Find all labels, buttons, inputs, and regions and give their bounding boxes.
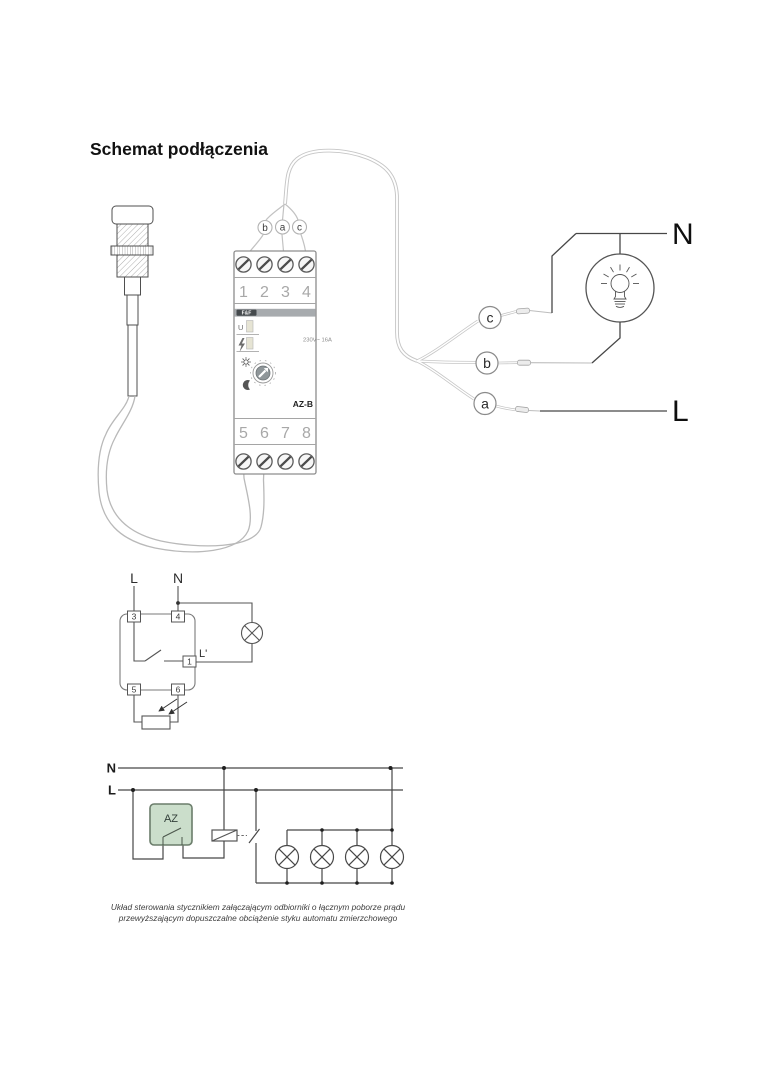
- brand-logo-text: F&F: [242, 310, 252, 316]
- knob-scale: [250, 360, 276, 386]
- terminal-4: 4: [176, 612, 181, 622]
- terminal-numbers-top: 1 2 3 4: [239, 284, 311, 301]
- wire-tag-a: [274, 219, 291, 235]
- wire-tag-b-right-label: b: [483, 355, 491, 371]
- d3-line-label: L: [108, 783, 116, 798]
- probe-thread-upper: [116, 223, 149, 247]
- d2-line-label: L: [130, 570, 138, 586]
- line-label: L: [672, 395, 689, 428]
- probe-cap: [111, 205, 154, 225]
- sensor-cable: [97, 395, 265, 553]
- az-device: AZ: [149, 803, 193, 846]
- load-lamps: [274, 844, 405, 870]
- contactor-contact: [248, 828, 260, 844]
- rating-text: 230V~ 16A: [303, 338, 332, 344]
- moon-icon: [242, 380, 250, 391]
- mains-cable: [245, 148, 479, 401]
- svg-text:5: 5: [239, 425, 248, 442]
- terminal-5: 5: [132, 685, 137, 695]
- junction-dot: [176, 601, 180, 605]
- svg-text:3: 3: [281, 284, 290, 301]
- lightning-icon: [238, 338, 245, 352]
- az-device-label: AZ: [164, 813, 178, 825]
- wire-tag-b-right: [475, 351, 499, 375]
- photo-sensor-probe: [110, 205, 154, 397]
- terminal-numbers-bottom: 5 6 7 8: [239, 425, 311, 442]
- din-module: 1 2 3 4 5 6 7 8 F&F U 230V~ 16A: [233, 250, 332, 475]
- probe-thread-lower: [116, 254, 149, 278]
- wire-tag-b-label: b: [262, 223, 268, 234]
- contactor-schematic: [118, 767, 405, 884]
- wire-tag-a-right: [473, 391, 497, 416]
- light-arrows: [158, 698, 188, 715]
- internal-terminals: [127, 610, 197, 696]
- lamp-circuit: [540, 232, 667, 412]
- ldr-icon: [141, 715, 171, 730]
- brand-band: [234, 308, 316, 317]
- indicator-relay-led: [246, 337, 254, 350]
- ferrule-a: [515, 406, 529, 413]
- wire-tag-c-label: c: [297, 223, 302, 234]
- svg-text:2: 2: [260, 284, 269, 301]
- knob-arrow: [263, 367, 269, 373]
- module-model: AZ-B: [293, 399, 313, 409]
- d2-switched-line-label: L': [199, 648, 207, 660]
- terminal-3: 3: [132, 612, 137, 622]
- wire-tag-c: [291, 219, 308, 235]
- wire-tag-a-right-label: a: [481, 396, 489, 412]
- neutral-label: N: [672, 218, 694, 251]
- wire-tags-module: b a c: [257, 219, 308, 236]
- indicator-u-label: U: [238, 323, 243, 332]
- page-title: Schemat podłączenia: [90, 139, 268, 159]
- junction-dots: [131, 766, 394, 885]
- ferrule-c: [516, 307, 530, 315]
- caption-line2: przewyższającym dopuszczalne obciążenie …: [118, 913, 398, 923]
- svg-text:8: 8: [302, 425, 311, 442]
- ferrule-b: [517, 359, 531, 366]
- wire-tags-line: c b a: [473, 305, 593, 416]
- terminal-6: 6: [176, 685, 181, 695]
- sun-icon: [241, 357, 251, 367]
- wire-tag-b: [257, 219, 273, 236]
- probe-tube: [127, 324, 138, 397]
- svg-text:6: 6: [260, 425, 269, 442]
- svg-text:1: 1: [239, 284, 248, 301]
- d3-neutral-label: N: [107, 761, 116, 776]
- probe-nut: [110, 245, 154, 256]
- terminal-1: 1: [187, 657, 192, 667]
- d2-neutral-label: N: [173, 570, 183, 586]
- bulb-icon: [601, 264, 639, 308]
- indicator-u-led: [246, 320, 254, 333]
- caption-line1: Układ sterowania stycznikiem załączający…: [111, 902, 406, 912]
- brand-logo: [236, 309, 257, 316]
- probe-neck: [124, 276, 141, 296]
- internal-schematic: [119, 586, 264, 730]
- wire-tag-c-right-label: c: [487, 310, 494, 326]
- wire-tag-c-right: [478, 305, 502, 330]
- wire-tag-a-label: a: [280, 223, 286, 234]
- svg-text:7: 7: [281, 425, 290, 442]
- svg-text:4: 4: [302, 284, 311, 301]
- probe-stem: [126, 294, 139, 326]
